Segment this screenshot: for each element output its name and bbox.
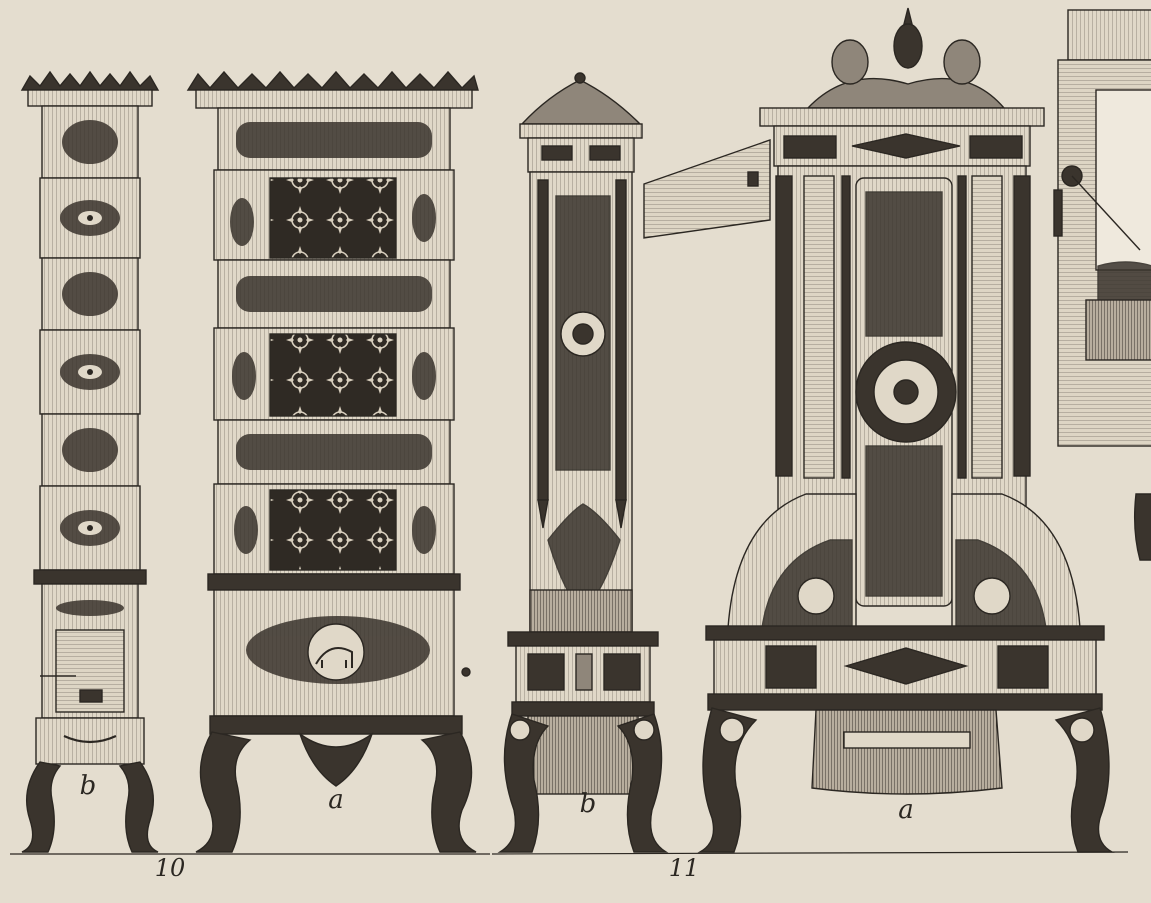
figure-11-view-a-letter: a <box>898 795 914 825</box>
figure-11-view-a-stove <box>697 7 1115 853</box>
ground-line <box>10 851 1129 855</box>
figure-10-view-a-stove <box>186 70 479 853</box>
figure-11-number: 11 <box>669 854 700 882</box>
figure-10-view-a-letter: a <box>328 785 344 815</box>
partial-figure-right-edge <box>1053 9 1151 561</box>
figure-10-view-b-letter: b <box>80 771 97 801</box>
figure-10-view-b-stove <box>20 70 160 853</box>
figure-11-view-b-stove <box>497 72 771 853</box>
figure-10-number: 10 <box>155 854 186 882</box>
figure-11-view-b-letter: b <box>580 789 597 819</box>
